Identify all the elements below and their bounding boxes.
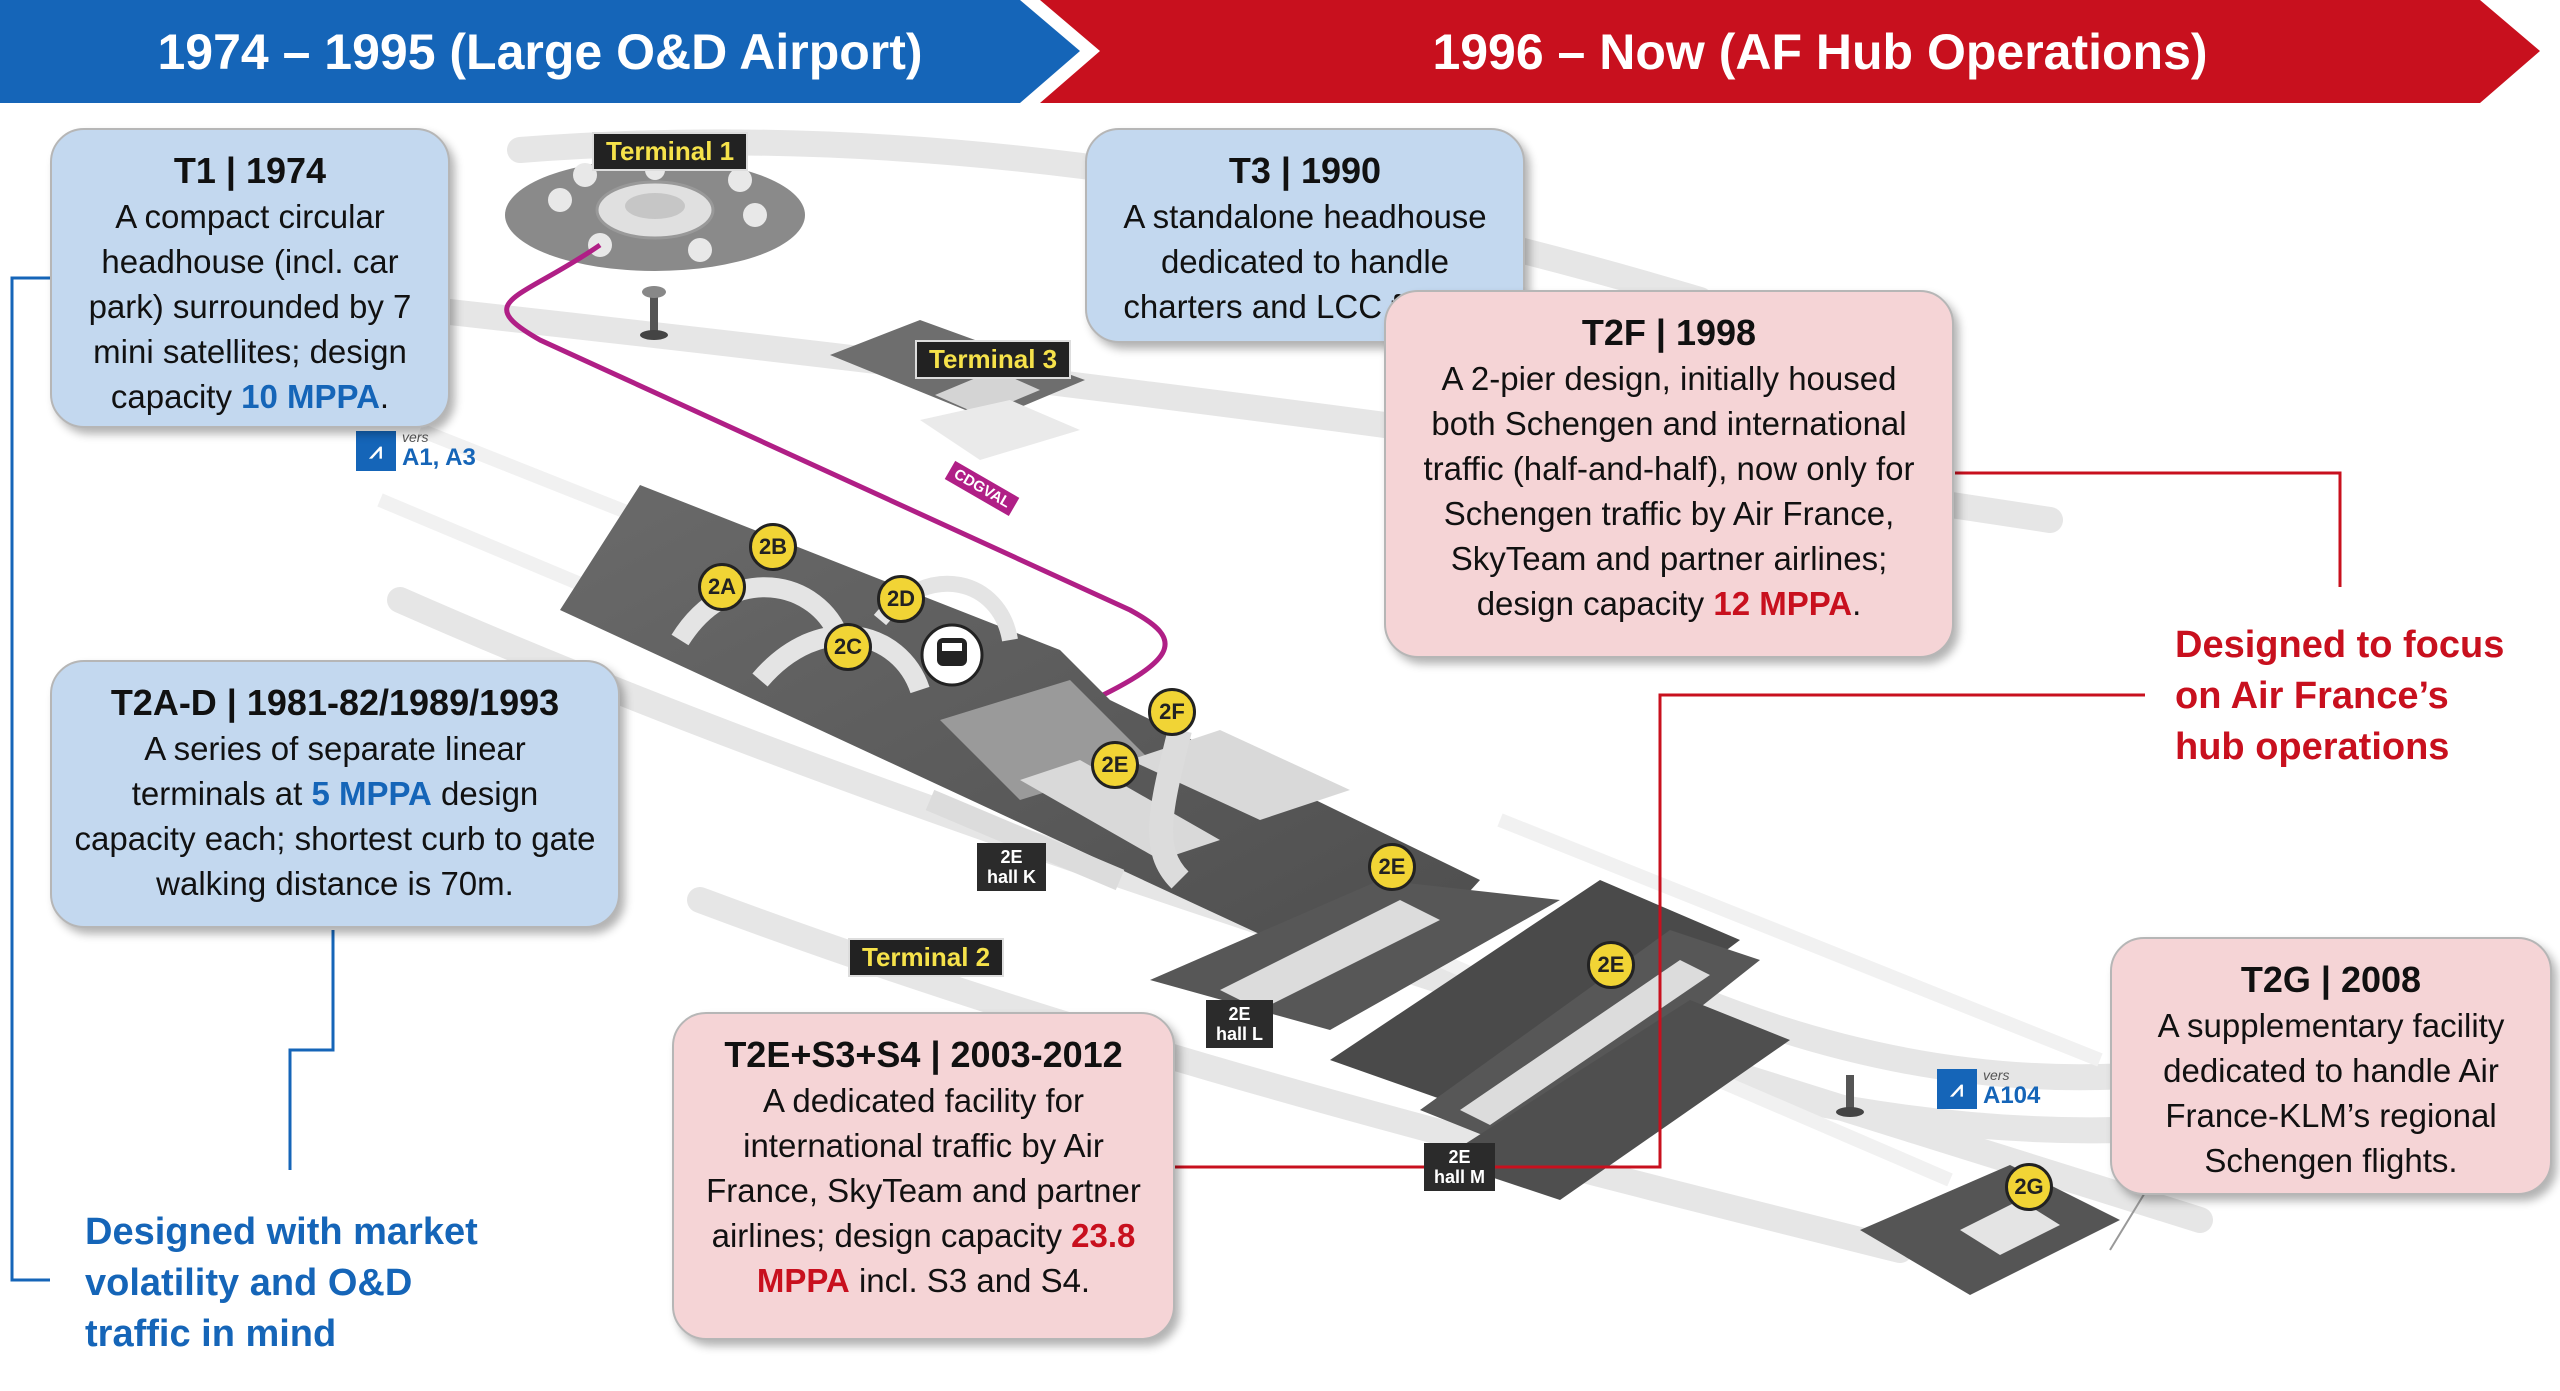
note-market-volatility: Designed with market volatility and O&D … — [85, 1211, 478, 1355]
callout-t2e-text-b: incl. S3 and S4. — [849, 1262, 1091, 1299]
callout-t2ad-text-a: A series of separate linear terminals at — [131, 730, 526, 812]
hall-l-line1: 2E — [1228, 1004, 1251, 1024]
road2-vers: vers — [1983, 1067, 2010, 1083]
era-banner-left-label: 1974 – 1995 (Large O&D Airport) — [157, 23, 923, 80]
callout-t2f: T2F | 1998 A 2-pier design, initially ho… — [1384, 290, 1954, 658]
motorway-icon: ⩘ — [1937, 1069, 1977, 1109]
hall-l-line2: hall L — [1216, 1024, 1264, 1044]
left-bracket-line — [10, 276, 58, 1282]
callout-t2e-head: T2E+S3+S4 | 2003-2012 — [724, 1034, 1123, 1075]
badge-2e-main: 2E — [1091, 741, 1139, 789]
callout-t1-capacity: 10 MPPA — [241, 378, 380, 415]
era-banner-large-od: 1974 – 1995 (Large O&D Airport) — [0, 0, 1080, 103]
hall-m-line1: 2E — [1448, 1147, 1471, 1167]
terminal2g-map — [1860, 1165, 2120, 1295]
badge-2f: 2F — [1148, 688, 1196, 736]
cdgval-line — [504, 242, 1168, 718]
road1-vers: vers — [402, 429, 429, 445]
callout-t2f-capacity: 12 MPPA — [1713, 585, 1853, 622]
terminal2-map — [560, 485, 1480, 990]
train-station-icon — [920, 623, 984, 687]
hall-k-line2: hall K — [987, 867, 1037, 887]
badge-2a: 2A — [698, 563, 746, 611]
t2g-tower — [1836, 1075, 1864, 1117]
hall-m-map — [1420, 930, 1760, 1150]
hall-l-map — [1150, 880, 1560, 1030]
terminal1-label: Terminal 1 — [592, 132, 749, 171]
callout-t1-head: T1 | 1974 — [173, 150, 327, 191]
callout-t2f-tail: . — [1852, 585, 1862, 622]
callout-t2g-text: A supplementary facility dedicated to ha… — [2157, 1007, 2505, 1179]
control-tower — [640, 286, 668, 340]
hall-k-line1: 2E — [1000, 847, 1023, 867]
note-hub-operations: Designed to focus on Air France’s hub op… — [2175, 624, 2505, 768]
t2ad-connector — [288, 930, 335, 1170]
t3-parking — [920, 400, 1080, 460]
callout-t2ad-capacity: 5 MPPA — [311, 775, 432, 812]
callout-t2e: T2E+S3+S4 | 2003-2012 A dedicated facili… — [672, 1012, 1175, 1340]
terminal1-map — [505, 159, 805, 271]
callout-t2ad: T2A-D | 1981-82/1989/1993 A series of se… — [50, 660, 620, 928]
callout-t2e-capacity: 23.8 MPPA — [756, 1217, 1136, 1299]
midfield-apron — [1330, 880, 1740, 1120]
callout-t1-text: A compact circular headhouse (incl. car … — [88, 198, 412, 415]
motorway-icon: ⩘ — [356, 431, 396, 471]
callout-t2f-text: A 2-pier design, initially housed both S… — [1423, 360, 1915, 622]
t2e-connector — [1175, 693, 2145, 1169]
t2f-connector — [1955, 471, 2342, 587]
era-banner-right-label: 1996 – Now (AF Hub Operations) — [1432, 23, 2208, 80]
callout-t1-tail: . — [379, 378, 390, 415]
badge-2b: 2B — [749, 523, 797, 571]
terminal3-label: Terminal 3 — [915, 340, 1072, 379]
callout-t2g-head: T2G | 2008 — [2240, 959, 2422, 1000]
hall-m-line2: hall M — [1434, 1167, 1486, 1187]
badge-2e-hall-m: 2E — [1587, 941, 1635, 989]
badge-2c: 2C — [824, 623, 872, 671]
callout-t1: T1 | 1974 A compact circular headhouse (… — [50, 128, 450, 428]
era-banner-af-hub: 1996 – Now (AF Hub Operations) — [1040, 0, 2540, 103]
badge-2e-hall-l: 2E — [1368, 843, 1416, 891]
terminal2-label: Terminal 2 — [848, 938, 1005, 977]
callout-t2ad-head: T2A-D | 1981-82/1989/1993 — [110, 682, 560, 723]
callout-t2ad-text-b: design capacity each; shortest curb to g… — [74, 775, 596, 902]
hall-m-apron — [1440, 1000, 1790, 1200]
callout-t2g: T2G | 2008 A supplementary facility dedi… — [2110, 937, 2552, 1195]
callout-t2f-head: T2F | 1998 — [1581, 312, 1757, 353]
callout-t2e-text-a: A dedicated facility for international t… — [706, 1082, 1141, 1254]
badge-2d: 2D — [877, 575, 925, 623]
badge-2g: 2G — [2005, 1163, 2053, 1211]
road1-name: A1, A3 — [402, 444, 476, 471]
road2-name: A104 — [1983, 1082, 2041, 1109]
callout-t3-head: T3 | 1990 — [1228, 150, 1382, 191]
